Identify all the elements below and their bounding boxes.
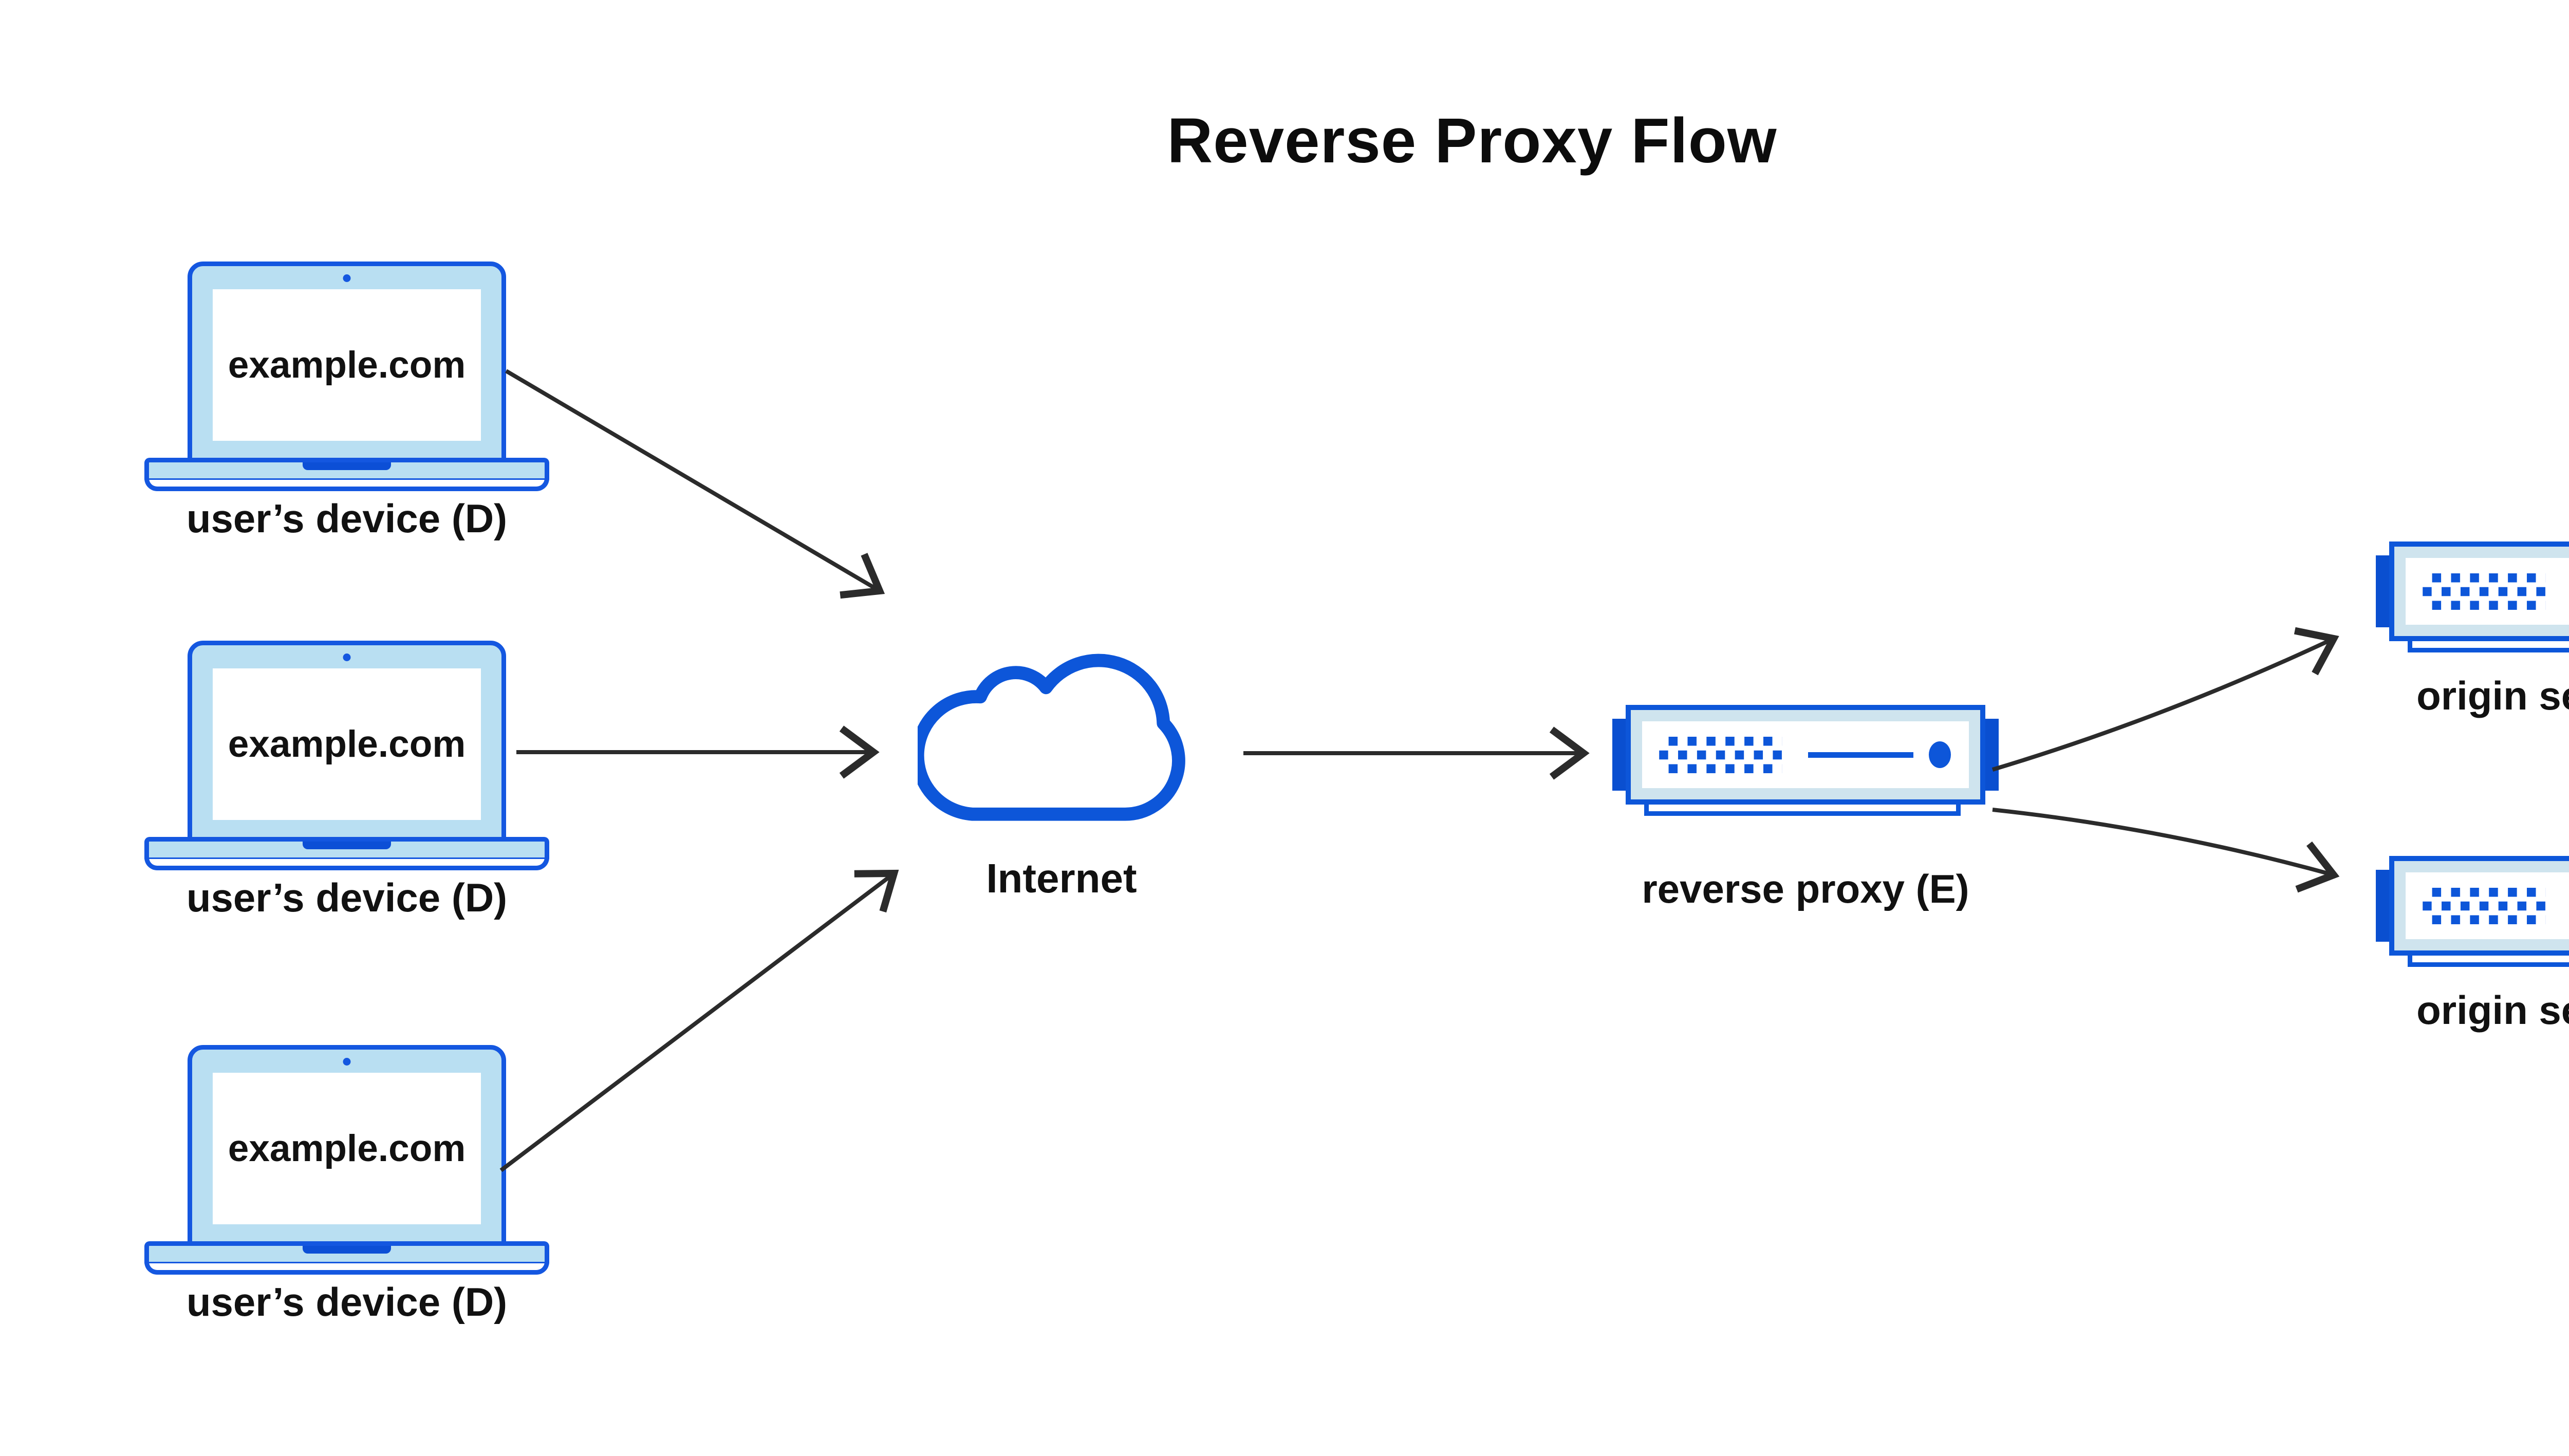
cloud-icon [918,654,1185,821]
device-caption: user’s device (D) [186,1279,508,1324]
laptop-screen: example.com [213,668,481,820]
page-title: Reverse Proxy Flow [1167,106,1777,176]
origin-server-node-2: origin server (F) [2376,856,2569,1033]
device-caption: user’s device (D) [186,875,508,920]
arrow-device2-to-internet [516,725,880,779]
arrow-device1-to-internet [505,369,885,599]
laptop-icon: example.com [188,641,506,842]
laptop-camera-dot-icon [343,1058,351,1066]
laptop-screen-label: example.com [228,1128,466,1169]
laptop-base-icon [144,458,549,491]
user-device-3: example.com user’s device (D) [144,1045,549,1324]
user-device-2: example.com user’s device (D) [144,641,549,920]
server-power-dot-icon [1929,741,1951,768]
laptop-base-icon [144,837,549,870]
laptop-screen: example.com [213,1073,481,1224]
laptop-camera-dot-icon [343,654,351,661]
arrow-proxy-to-origin2 [1992,808,2340,893]
laptop-camera-dot-icon [343,274,351,282]
laptop-screen: example.com [213,289,481,441]
server-icon [2389,856,2569,956]
internet-node [918,648,1205,829]
laptop-hinge-icon [303,842,391,849]
laptop-hinge-icon [303,462,391,470]
laptop-screen-label: example.com [228,344,466,386]
server-icon [2389,542,2569,641]
reverse-proxy-caption: reverse proxy (E) [1642,866,1969,911]
internet-label: Internet [986,855,1137,901]
origin-server-caption: origin server (F) [2416,673,2569,718]
laptop-icon: example.com [188,262,506,462]
server-vents-icon [2423,573,2546,610]
device-caption: user’s device (D) [186,496,508,541]
arrow-proxy-to-origin1 [1991,627,2339,772]
laptop-base-icon [144,1241,549,1275]
user-device-1: example.com user’s device (D) [144,262,549,541]
origin-server-node-1: origin server (F) [2376,542,2569,718]
reverse-proxy-node: reverse proxy (E) [1612,705,1999,911]
arrow-internet-to-proxy [1243,726,1590,780]
laptop-hinge-icon [303,1246,391,1254]
server-slot-icon [1808,752,1913,758]
server-icon [1626,705,1985,805]
server-vents-icon [2423,887,2546,924]
laptop-icon: example.com [188,1045,506,1246]
server-vents-icon [1659,736,1782,773]
laptop-screen-label: example.com [228,723,466,765]
arrow-device3-to-internet [499,869,899,1172]
origin-server-caption: origin server (F) [2416,987,2569,1033]
